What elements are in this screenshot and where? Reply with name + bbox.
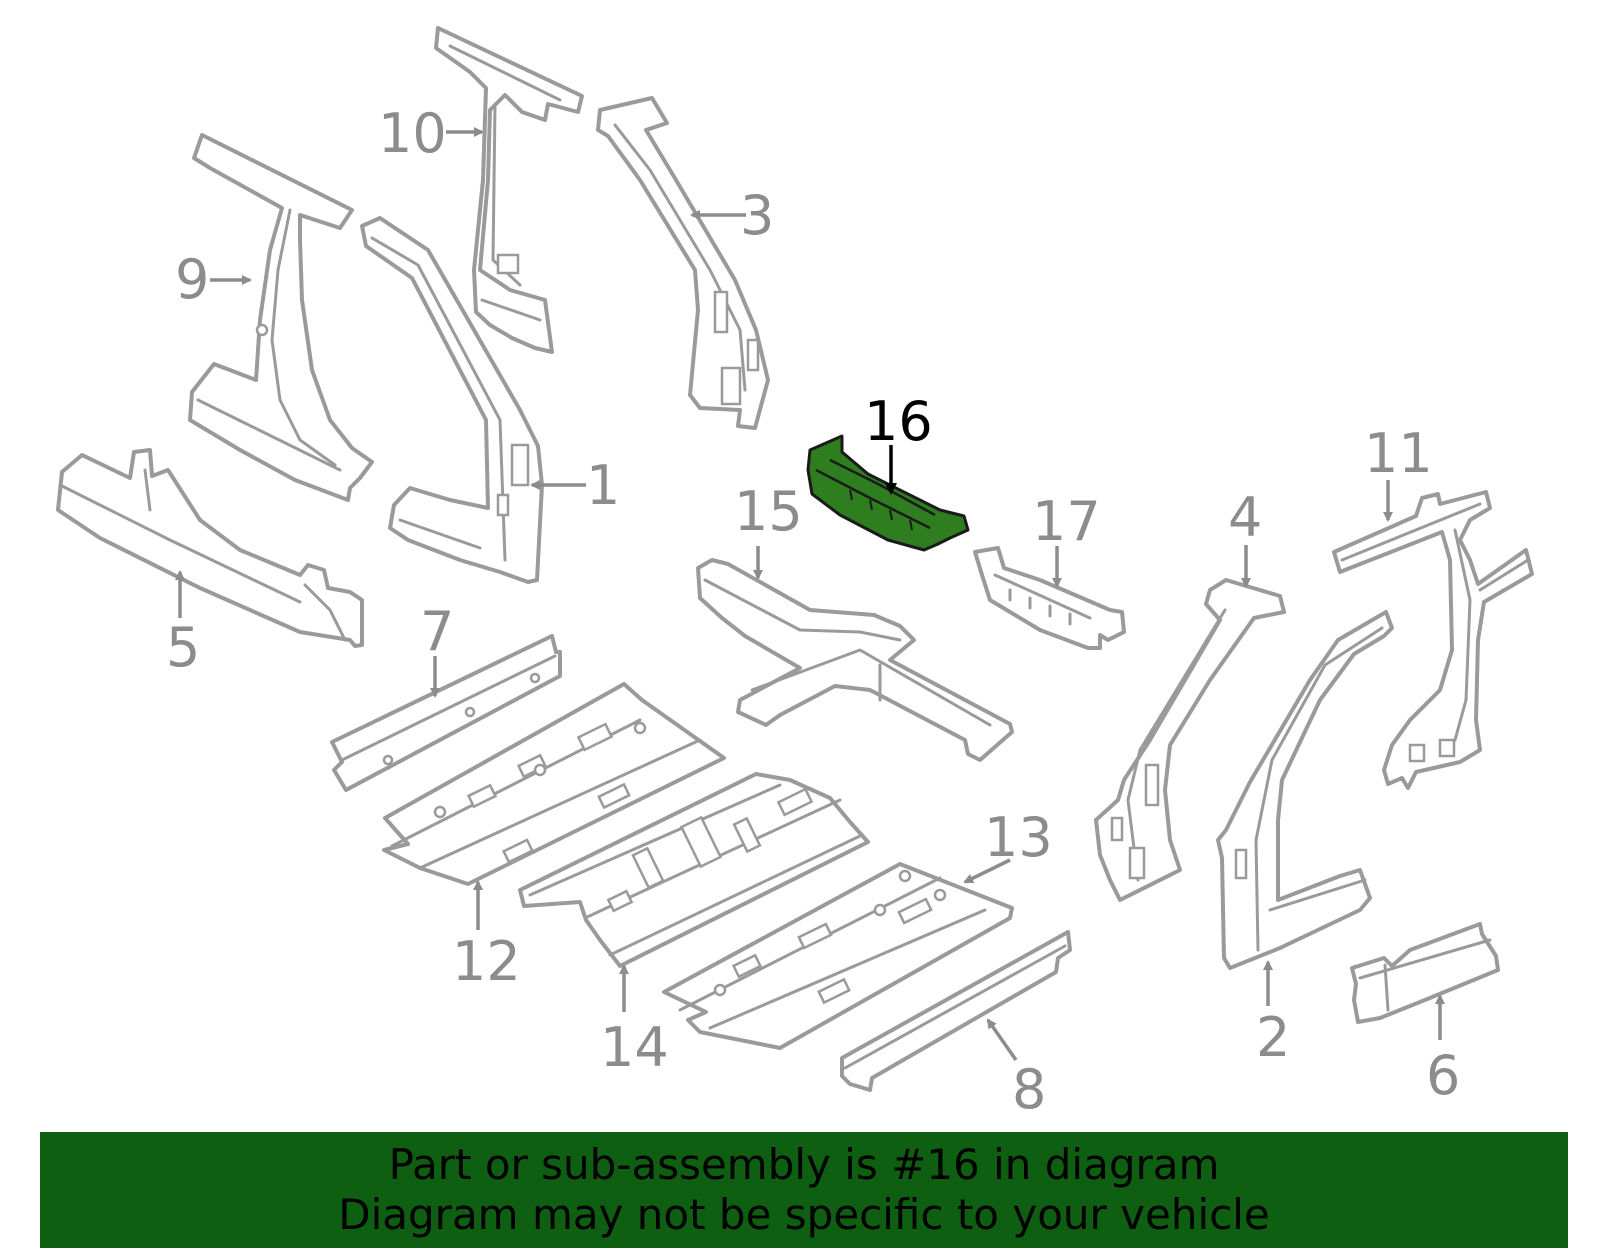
- callout-6[interactable]: 6: [1426, 1044, 1460, 1107]
- arrow-13: [963, 858, 1011, 884]
- part-16-shape[interactable]: [806, 434, 970, 552]
- callout-3[interactable]: 3: [740, 184, 774, 247]
- part-2-shape[interactable]: [1216, 610, 1394, 970]
- callout-2[interactable]: 2: [1256, 1006, 1290, 1069]
- part-3-shape[interactable]: [596, 96, 770, 430]
- banner-line-2: Diagram may not be specific to your vehi…: [338, 1190, 1270, 1239]
- callout-labels: 10 3 9 1 5 16 17 15 7 4 11 12 13 14 8 2 …: [166, 102, 1460, 1121]
- callout-14[interactable]: 14: [600, 1016, 669, 1079]
- part-14-shape[interactable]: [518, 772, 870, 968]
- callout-11[interactable]: 11: [1364, 422, 1433, 485]
- callout-5[interactable]: 5: [166, 616, 200, 679]
- arrow-8: [986, 1018, 1018, 1062]
- callout-10[interactable]: 10: [378, 102, 447, 165]
- part-13-shape[interactable]: [662, 862, 1014, 1050]
- leader-arrows: [175, 127, 1445, 1062]
- part-5-shape[interactable]: [56, 448, 364, 648]
- part-11-shape[interactable]: [1332, 490, 1534, 790]
- callout-7[interactable]: 7: [420, 600, 454, 663]
- callout-16[interactable]: 16: [864, 390, 933, 453]
- part-8-shape[interactable]: [840, 930, 1072, 1092]
- part-6-shape[interactable]: [1350, 922, 1500, 1024]
- callout-4[interactable]: 4: [1228, 486, 1262, 549]
- callout-17[interactable]: 17: [1032, 490, 1101, 553]
- part-10-shape[interactable]: [434, 26, 584, 354]
- callout-13[interactable]: 13: [984, 806, 1053, 869]
- part-7-shape[interactable]: [330, 634, 562, 792]
- banner-line-1: Part or sub-assembly is #16 in diagram: [388, 1140, 1220, 1189]
- callout-15[interactable]: 15: [734, 480, 803, 543]
- info-banner: Part or sub-assembly is #16 in diagram D…: [40, 1132, 1568, 1248]
- callout-8[interactable]: 8: [1012, 1058, 1046, 1121]
- part-1-shape[interactable]: [360, 216, 544, 584]
- part-17-shape[interactable]: [973, 546, 1126, 650]
- part-9-shape[interactable]: [188, 133, 374, 502]
- callout-9[interactable]: 9: [175, 248, 209, 311]
- part-4-shape[interactable]: [1094, 578, 1286, 902]
- callout-12[interactable]: 12: [452, 930, 521, 993]
- callout-1[interactable]: 1: [586, 454, 620, 517]
- part-15-shape[interactable]: [696, 558, 1014, 762]
- part-12-shape[interactable]: [382, 682, 726, 886]
